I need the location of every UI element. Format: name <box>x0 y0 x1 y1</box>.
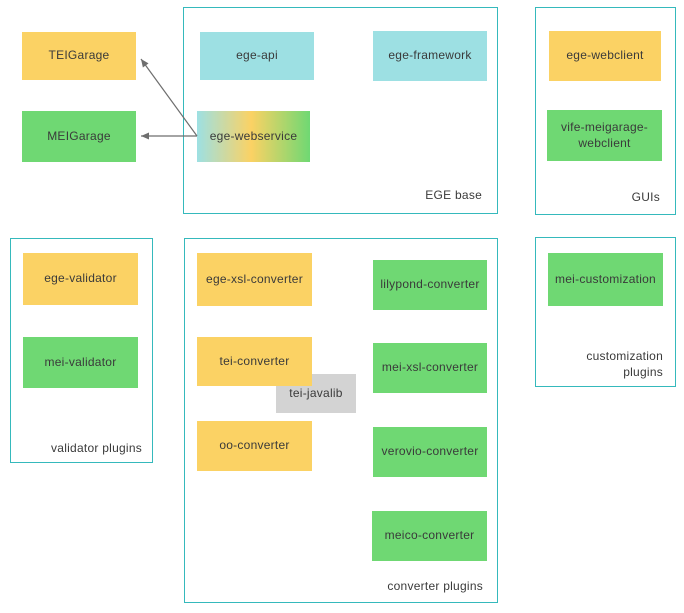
node-lilypond-converter-label: lilypond-converter <box>380 277 480 292</box>
node-vife-meigarage-webclient: vife-meigarage-webclient <box>547 110 662 161</box>
group-converter-plugins: ege-xsl-converter tei-javalib tei-conver… <box>184 238 498 603</box>
node-tei-javalib-label: tei-javalib <box>289 385 343 400</box>
node-meigarage: MEIGarage <box>22 111 136 162</box>
node-ege-api: ege-api <box>200 32 314 80</box>
node-ege-webclient-label: ege-webclient <box>566 48 644 63</box>
group-guis: ege-webclient vife-meigarage-webclient G… <box>535 7 676 215</box>
node-teigarage: TEIGarage <box>22 32 136 80</box>
node-ege-webclient: ege-webclient <box>549 31 661 81</box>
node-mei-customization: mei-customization <box>548 253 663 306</box>
node-verovio-converter-label: verovio-converter <box>381 444 479 459</box>
node-ege-xsl-converter: ege-xsl-converter <box>197 253 312 306</box>
node-oo-converter-label: oo-converter <box>219 438 290 453</box>
group-label-customization-plugins: customization plugins <box>586 348 663 379</box>
node-mei-customization-label: mei-customization <box>555 271 656 286</box>
group-label-validator-plugins: validator plugins <box>51 440 142 455</box>
node-verovio-converter: verovio-converter <box>373 427 487 477</box>
node-teigarage-label: TEIGarage <box>48 48 110 63</box>
node-ege-framework-label: ege-framework <box>388 48 472 63</box>
node-tei-converter: tei-converter <box>197 337 312 386</box>
node-ege-webservice-label: ege-webservice <box>209 128 298 143</box>
group-label-converter-plugins: converter plugins <box>387 578 483 593</box>
group-label-guis: GUIs <box>631 189 660 204</box>
node-mei-xsl-converter: mei-xsl-converter <box>373 343 487 393</box>
node-mei-xsl-converter-label: mei-xsl-converter <box>381 360 479 375</box>
node-tei-javalib: tei-javalib <box>276 374 356 413</box>
node-ege-framework: ege-framework <box>373 31 487 81</box>
node-meico-converter-label: meico-converter <box>384 528 475 543</box>
node-lilypond-converter: lilypond-converter <box>373 260 487 310</box>
node-mei-validator-label: mei-validator <box>44 354 117 369</box>
node-ege-validator-label: ege-validator <box>44 271 117 286</box>
node-tei-converter-label: tei-converter <box>219 353 290 368</box>
group-validator-plugins: ege-validator mei-validator validator pl… <box>10 238 153 463</box>
node-ege-api-label: ege-api <box>236 48 278 63</box>
node-vife-meigarage-webclient-label: vife-meigarage-webclient <box>560 119 649 150</box>
node-ege-xsl-converter-label: ege-xsl-converter <box>206 271 303 286</box>
node-ege-validator: ege-validator <box>23 253 138 305</box>
group-label-ege-base: EGE base <box>425 187 482 202</box>
node-meico-converter: meico-converter <box>372 511 487 561</box>
group-customization-plugins: mei-customization customization plugins <box>535 237 676 387</box>
node-oo-converter: oo-converter <box>197 421 312 471</box>
node-meigarage-label: MEIGarage <box>47 128 111 143</box>
group-ege-base: ege-api ege-framework ege-webservice EGE… <box>183 7 498 214</box>
node-ege-webservice: ege-webservice <box>197 111 310 162</box>
node-mei-validator: mei-validator <box>23 337 138 388</box>
